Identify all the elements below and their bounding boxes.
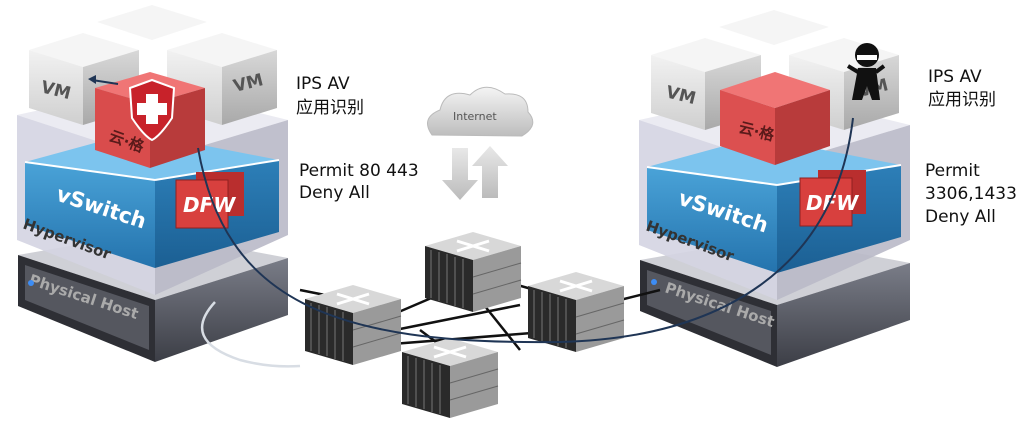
- right-note-permit: Permit: [925, 161, 980, 181]
- hacker-icon: [846, 43, 886, 100]
- firewall-label: DFW: [183, 193, 236, 217]
- network-switch: [526, 270, 626, 354]
- arrow-icon: [91, 79, 119, 85]
- firewall: DFW: [175, 172, 244, 229]
- left-note-ips: IPS AV: [296, 74, 350, 94]
- right-note-deny: Deny All: [925, 207, 996, 227]
- right-host: VM VM 云·格 DFW vSwitch Hypervisor Physica…: [638, 9, 911, 368]
- arrow-head-icon: [88, 75, 96, 84]
- right-note-ips: IPS AV: [928, 67, 982, 87]
- right-note-ports: 3306,1433: [925, 184, 1017, 204]
- cloud-icon: Internet: [427, 86, 534, 137]
- left-host-stack: [16, 4, 289, 363]
- download-arrow-icon: [442, 148, 478, 200]
- white-cable: [200, 301, 301, 368]
- traffic-path: [197, 117, 854, 344]
- security-box: 云·格: [720, 72, 830, 165]
- security-box: 云·格: [95, 72, 205, 168]
- shield-cross-icon: [128, 78, 176, 142]
- right-note-app-id: 应用识别: [928, 90, 996, 110]
- left-note-permit: Permit 80 443: [299, 161, 419, 181]
- left-host: VM VM 云·格 DFW vSwitch Hypervisor Physica…: [16, 4, 289, 363]
- network-switch: [303, 283, 403, 367]
- power-led-icon: [651, 279, 657, 285]
- internet-label: Internet: [453, 110, 497, 123]
- power-led-icon: [28, 280, 34, 286]
- left-note-app-id: 应用识别: [296, 98, 364, 118]
- network-switch: [423, 230, 523, 314]
- left-note-deny: Deny All: [299, 183, 370, 203]
- upload-arrow-icon: [472, 146, 508, 198]
- firewall: DFW: [799, 170, 866, 227]
- network-switch: [400, 336, 500, 420]
